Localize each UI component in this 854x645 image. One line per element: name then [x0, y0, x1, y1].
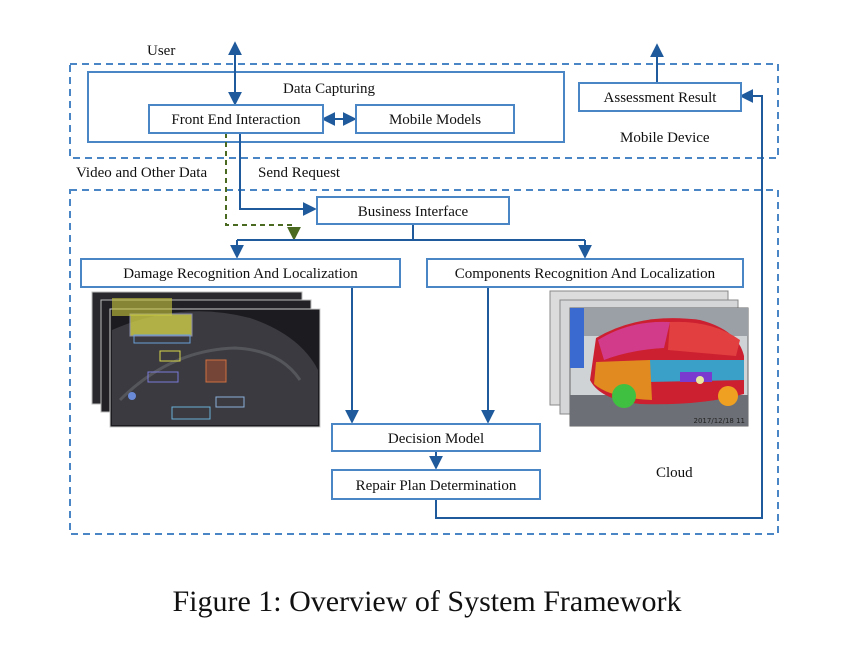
assessment-result-box: Assessment Result — [578, 82, 742, 112]
cloud-region — [69, 189, 779, 535]
repair-plan-text: Repair Plan Determination — [355, 478, 517, 494]
data-capturing-container — [87, 71, 565, 143]
business-interface-text: Business Interface — [357, 204, 469, 220]
damage-detection-image-stack — [91, 291, 321, 428]
front-end-interaction-text: Front End Interaction — [171, 112, 301, 128]
repair-plan-box: Repair Plan Determination — [331, 469, 541, 500]
decision-model-box: Decision Model — [331, 423, 541, 452]
mobile-models-text: Mobile Models — [388, 112, 482, 128]
cloud-label: Cloud — [656, 465, 693, 481]
damage-recognition-text: Damage Recognition And Localization — [123, 266, 358, 282]
send-request-arrow — [239, 133, 317, 216]
damage-recognition-box: Damage Recognition And Localization — [80, 258, 401, 288]
data-capturing-label: Data Capturing — [283, 81, 376, 97]
mobile-models-box: Mobile Models — [355, 104, 515, 134]
business-interface-box: Business Interface — [316, 196, 510, 225]
send-request-label: Send Request — [258, 165, 341, 181]
components-image-timestamp: 2017/12/18 11 — [694, 417, 745, 425]
components-recognition-text: Components Recognition And Localization — [454, 266, 716, 282]
user-label: User — [147, 43, 176, 59]
components-recognition-box: Components Recognition And Localization — [426, 258, 744, 288]
mobile-device-label: Mobile Device — [620, 130, 710, 146]
figure-caption: Figure 1: Overview of System Framework — [172, 585, 682, 618]
components-segmentation-image-stack — [549, 290, 749, 427]
repair-assessment-arrow — [435, 89, 763, 519]
front-end-interaction-box: Front End Interaction — [148, 104, 324, 134]
video-data-label: Video and Other Data — [76, 165, 208, 181]
video-data-arrow — [225, 133, 301, 241]
decision-model-text: Decision Model — [387, 431, 485, 447]
assessment-result-text: Assessment Result — [603, 90, 717, 106]
mobile-device-region — [69, 63, 779, 159]
